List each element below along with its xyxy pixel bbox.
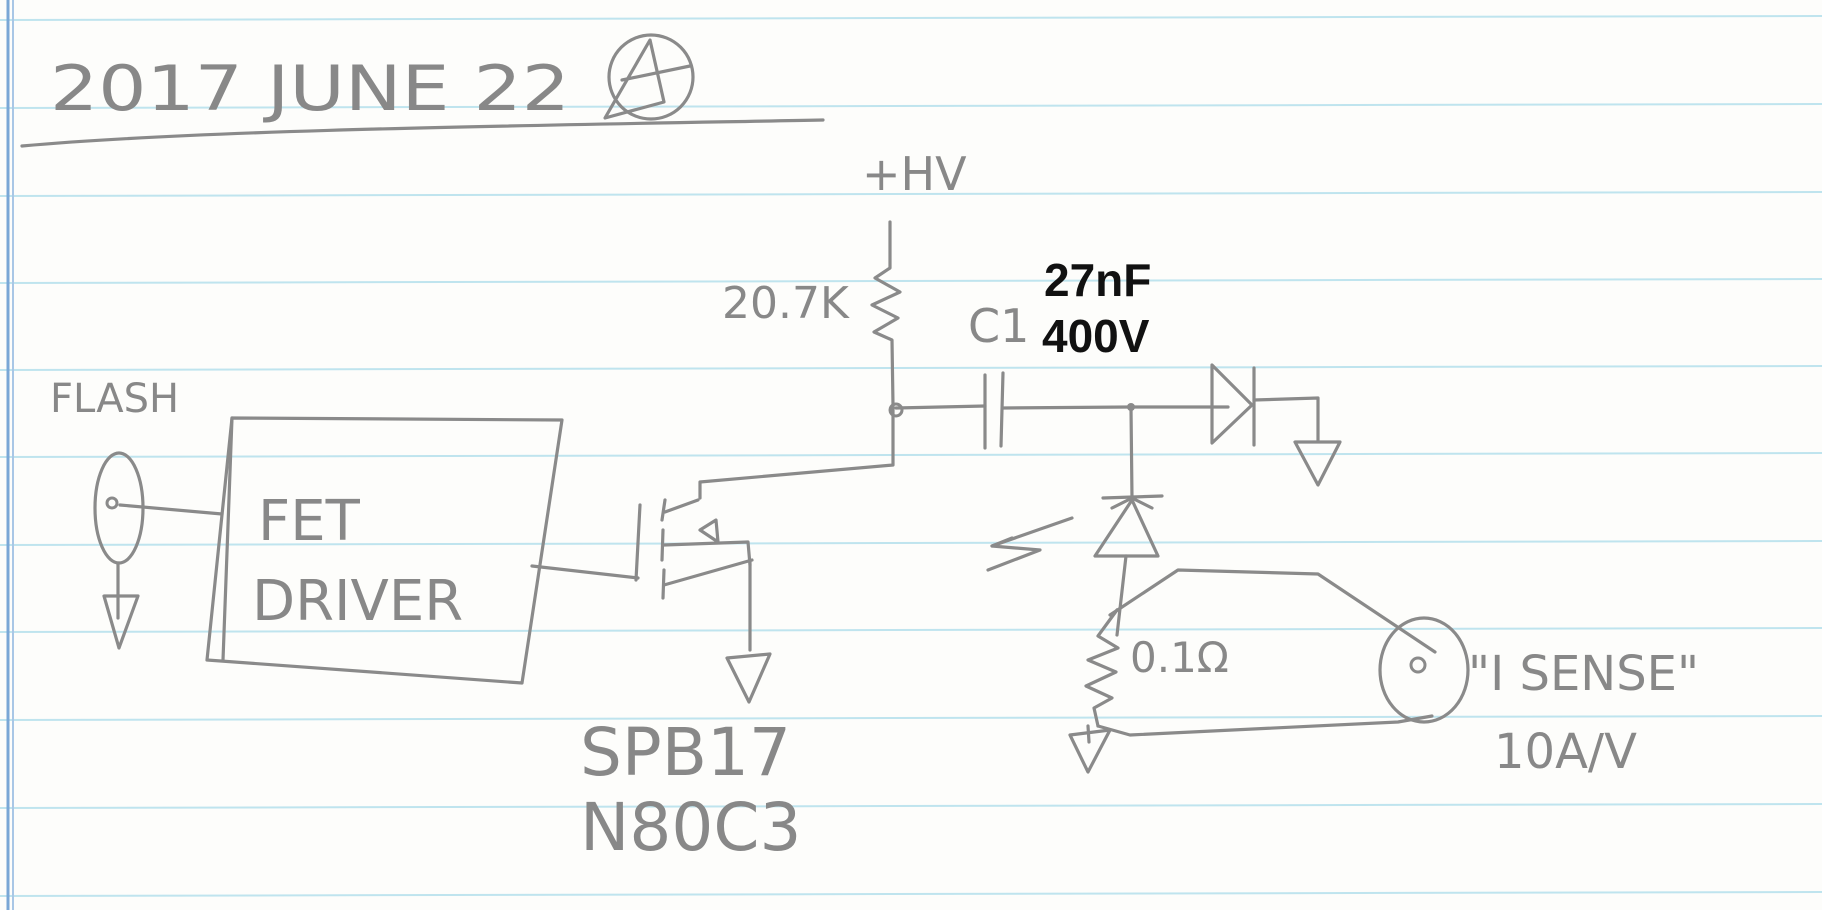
sense-wires <box>1096 568 1437 737</box>
led-d2 <box>1093 406 1164 637</box>
ground-symbol-sense <box>1068 724 1112 774</box>
current-sense-scale: 10A/V <box>1494 724 1637 780</box>
drain-wire <box>698 403 895 500</box>
fet-driver-label-line1: FET <box>258 489 361 554</box>
current-sense-label: "I SENSE" <box>1468 646 1699 702</box>
signature-logo <box>603 33 695 121</box>
sense-resistor-label: 0.1Ω <box>1130 633 1229 682</box>
date-underline <box>20 118 825 148</box>
supply-label: +HV <box>862 147 967 201</box>
ground-symbol-diode <box>1293 440 1342 487</box>
mosfet-q1 <box>530 498 754 652</box>
mosfet-part-line1: SPB17 <box>580 714 791 791</box>
capacitor-ref-label: C1 <box>968 299 1029 353</box>
flash-connector <box>93 451 224 650</box>
flash-connector-dot <box>105 496 119 510</box>
junction-node <box>888 402 904 418</box>
fet-driver-block <box>205 416 564 685</box>
mosfet-part-line2: N80C3 <box>580 789 801 866</box>
capacitor-c1 <box>894 371 1230 450</box>
resistor-r1 <box>870 220 902 407</box>
paper-rule-lines <box>0 15 1822 897</box>
probe-center-dot <box>1409 656 1427 674</box>
current-probe <box>1378 616 1470 724</box>
fet-driver-label-line2: DRIVER <box>252 569 463 634</box>
capacitor-voltage: 400V <box>1042 310 1150 362</box>
capacitor-value: 27nF <box>1044 254 1151 306</box>
light-arrows <box>986 516 1074 572</box>
date-heading: 2017 JUNE 22 <box>50 52 570 125</box>
diode-output <box>1210 363 1320 447</box>
flash-label: FLASH <box>50 376 179 422</box>
resistor-label: 20.7K <box>722 278 850 329</box>
ground-symbol-mosfet <box>725 652 772 704</box>
resistor-sense <box>1084 608 1120 728</box>
